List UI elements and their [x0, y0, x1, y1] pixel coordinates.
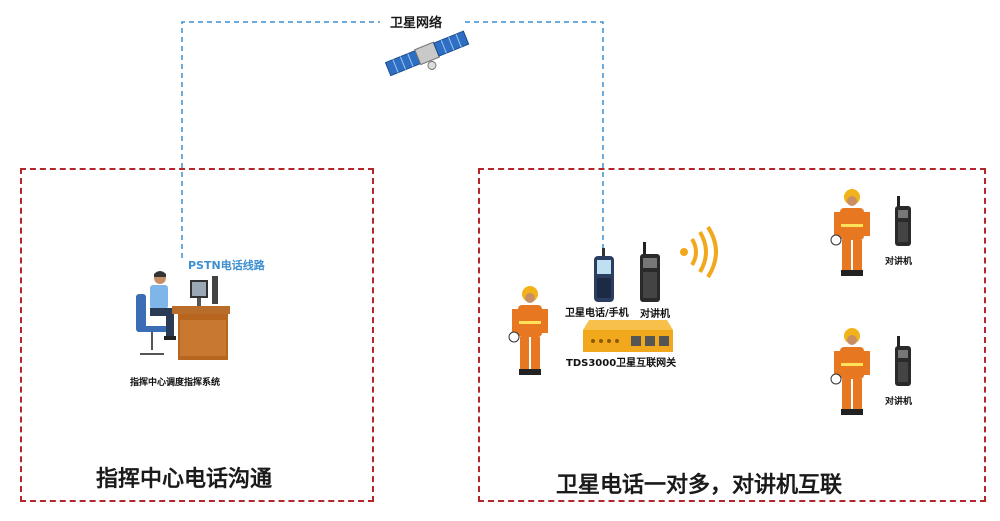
- radio-top-label: 对讲机: [885, 257, 913, 267]
- dispatch-station-label: 指挥中心调度指挥系统: [130, 378, 221, 388]
- radio-bottom-label: 对讲机: [885, 397, 913, 407]
- firefighter-icon: [508, 286, 548, 375]
- wireless-signal-icon: [680, 225, 718, 279]
- left-panel-title: 指挥中心电话沟通: [96, 467, 273, 492]
- satellite-icon: [384, 30, 470, 77]
- network-label: 卫星网络: [390, 16, 443, 31]
- link-line-right: [465, 21, 604, 248]
- radio-bottom-icon: [895, 336, 911, 386]
- link-line-left: [181, 21, 380, 258]
- sat-phone-label: 卫星电话/手机: [565, 308, 629, 319]
- gateway-device-icon: [583, 320, 673, 352]
- gateway-label: TDS3000卫星互联网关: [566, 358, 677, 369]
- radio-top-icon: [895, 196, 911, 246]
- command-center-region: [20, 168, 374, 502]
- pstn-label: PSTN电话线路: [188, 259, 265, 272]
- right-panel-title: 卫星电话一对多，对讲机互联: [556, 473, 843, 498]
- gateway-radio-label: 对讲机: [640, 309, 670, 320]
- firefighter-bottom-icon: [830, 328, 870, 415]
- gateway-radio-icon: [640, 242, 660, 302]
- field-team-region: [478, 168, 986, 502]
- firefighter-top-icon: [830, 189, 870, 276]
- dispatcher-workstation-icon: [136, 271, 230, 360]
- satellite-phone-icon: [594, 248, 614, 302]
